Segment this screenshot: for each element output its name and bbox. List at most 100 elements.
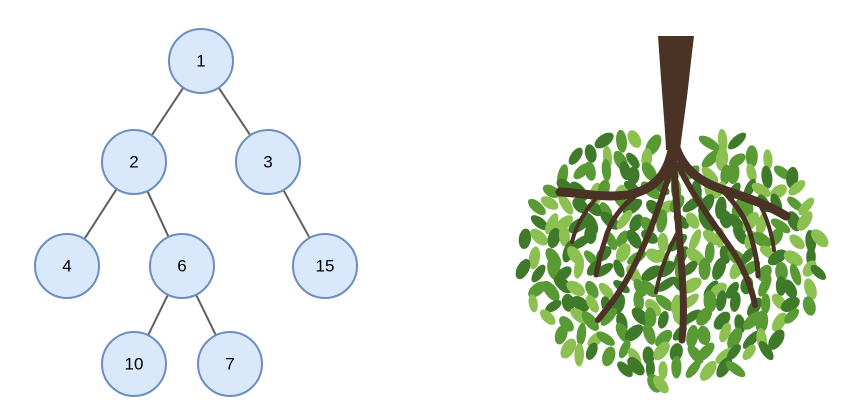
leaf [742,330,761,349]
leaf [704,242,715,264]
leaf [725,281,739,299]
leaf [810,264,827,280]
tree-nodes: 1 2 3 4 6 15 10 7 [34,28,358,397]
leaf [729,291,741,312]
leaf [600,307,617,326]
edge-n2-n4 [83,188,118,240]
leaf [633,290,644,312]
leaf [788,180,806,196]
leaf [701,166,719,184]
leaf [573,255,585,279]
leaf [518,228,532,250]
leaf [626,229,642,249]
leaf [540,309,556,325]
node-label: 7 [225,355,234,374]
leaf [542,280,560,302]
root-left-branch [593,189,643,278]
leaf [600,211,620,230]
binary-tree-diagram: 1 2 3 4 6 15 10 7 [34,28,358,397]
leaf [697,325,711,346]
leaf [745,145,758,168]
tree-node-15: 15 [292,233,358,299]
leaf [560,338,577,359]
leaf [639,280,658,298]
leaf [540,196,559,210]
leaf [576,323,587,346]
leaf [530,228,548,246]
leaf [561,293,575,312]
tree-edges [83,87,311,336]
edge-n1-n2 [150,87,185,136]
leaf [645,358,655,378]
leaf [574,343,585,367]
leaf [584,144,597,163]
leaf [770,218,791,234]
root-far-left-twig [570,192,602,244]
tree-node-4: 4 [34,233,100,299]
node-label: 6 [177,257,186,276]
leaf [627,356,645,376]
root-far-right-twig [758,203,776,252]
leaf [798,197,815,216]
root-center-twig [654,228,681,294]
leaf [760,293,771,314]
leaf [768,329,785,350]
leaf [581,311,600,331]
leaf [629,214,643,232]
leaf [598,282,614,299]
leaf [671,294,682,316]
leaf [657,311,669,329]
edge-n6-n10 [147,294,169,336]
leaf [545,299,562,313]
leaf [698,135,720,151]
leaf [780,296,800,313]
leaf [787,196,803,211]
leaf [715,147,729,171]
leaf [732,225,748,245]
leaf [584,225,597,244]
tree-node-10: 10 [101,331,167,397]
leaf [653,341,670,361]
node-circle [235,129,301,195]
leaf [715,290,727,312]
leaf [669,343,683,362]
node-label: 3 [263,153,272,172]
node-label: 1 [196,52,205,71]
leaf [696,307,713,326]
leaf [558,225,570,247]
leaf [657,232,669,252]
leaf [644,307,657,327]
leaf [803,278,817,300]
leaf [784,308,800,324]
leaf [566,280,585,297]
tree-node-3: 3 [235,129,301,195]
leaf [758,274,772,297]
leaf [558,193,574,215]
leaf [685,360,701,378]
leaf [530,215,549,231]
leaf [618,339,631,359]
leaf [671,355,682,379]
node-circle [197,331,263,397]
node-circle [101,129,167,195]
leaf [741,247,755,264]
root-main-left [555,140,678,201]
leaf [775,261,788,282]
node-label: 2 [129,153,138,172]
leaf [547,227,561,249]
leaf [726,344,742,361]
leaf [594,132,614,149]
leaf [699,360,717,381]
leaf [682,260,698,276]
leaf [656,209,668,233]
root-right-lower [675,162,758,308]
leaf [771,312,787,332]
leaf [755,310,769,334]
leaf [703,290,717,313]
leaf [767,249,787,266]
leaf [811,229,829,248]
edge-n1-n3 [217,87,252,136]
leaf [615,230,629,247]
leaf [725,360,746,378]
